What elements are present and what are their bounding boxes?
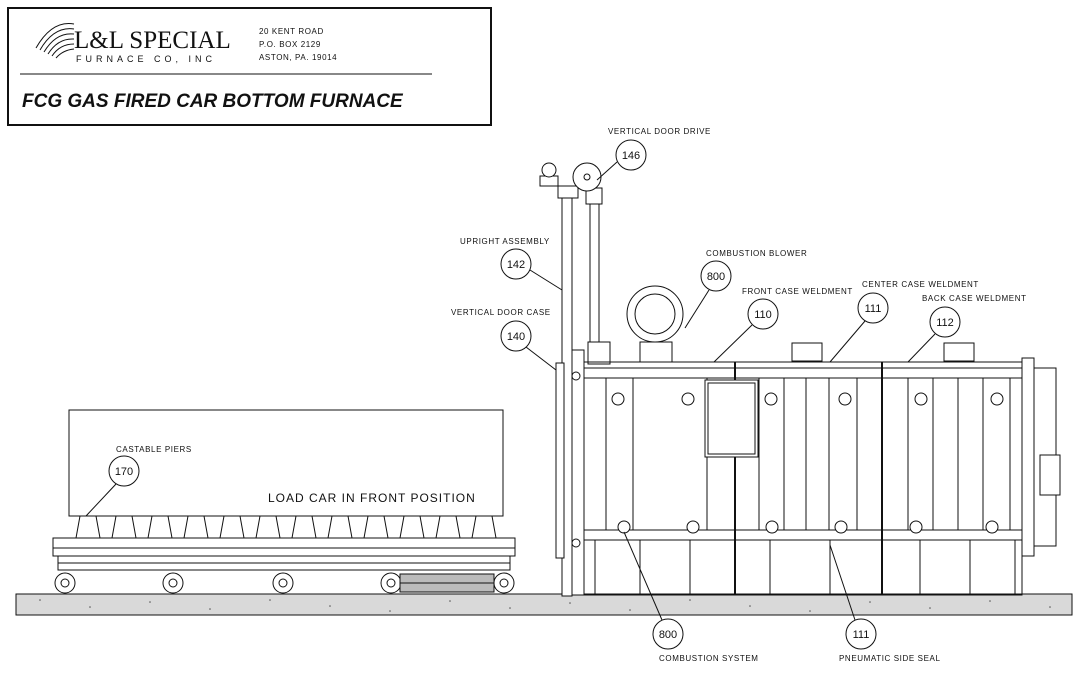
control-panel — [704, 379, 759, 458]
burners — [611, 392, 1004, 534]
castable-piers-row — [75, 515, 497, 539]
callout-number: 112 — [936, 317, 954, 329]
drawing-title: FCG GAS FIRED CAR BOTTOM FURNACE — [22, 91, 404, 112]
callout-vertical-door-drive: VERTICAL DOOR DRIVE 146 — [596, 127, 711, 181]
load-car: LOAD CAR IN FRONT POSITION — [52, 409, 516, 594]
callout-back-case-weldment: BACK CASE WELDMENT 112 — [907, 294, 1027, 363]
address-line-2: P.O. BOX 2129 — [259, 40, 321, 49]
company-subtitle: FURNACE CO, INC — [76, 54, 216, 64]
flue-outlet — [1039, 454, 1061, 496]
callout-castable-piers: CASTABLE PIERS 170 — [85, 445, 192, 517]
address-line-3: ASTON, PA. 19014 — [259, 53, 337, 62]
furnace-body — [583, 342, 1061, 596]
callout-number: 146 — [622, 150, 640, 162]
combustion-blower — [587, 285, 684, 365]
case-stiffeners — [605, 362, 1011, 595]
callout-vertical-door-case: VERTICAL DOOR CASE 140 — [451, 308, 557, 371]
callout-label: PNEUMATIC SIDE SEAL — [839, 654, 941, 663]
load-car-caption: LOAD CAR IN FRONT POSITION — [268, 491, 476, 505]
junction-box — [943, 342, 975, 362]
address-line-1: 20 KENT ROAD — [259, 27, 324, 36]
support-legs — [594, 540, 1016, 595]
callout-pneumatic-side-seal: 111 PNEUMATIC SIDE SEAL — [829, 544, 941, 663]
junction-box — [791, 342, 823, 362]
callout-label: CASTABLE PIERS — [116, 445, 192, 454]
callout-label: VERTICAL DOOR DRIVE — [608, 127, 711, 136]
callout-number: 142 — [507, 259, 525, 271]
callout-label: BACK CASE WELDMENT — [922, 294, 1027, 303]
callout-combustion-system: 800 COMBUSTION SYSTEM — [623, 531, 759, 663]
callout-front-case-weldment: FRONT CASE WELDMENT 110 — [713, 287, 853, 363]
callout-upright-assembly: UPRIGHT ASSEMBLY 142 — [460, 237, 563, 291]
callout-label: CENTER CASE WELDMENT — [862, 280, 979, 289]
callout-number: 800 — [707, 271, 725, 283]
title-block: L&L SPECIAL FURNACE CO, INC 20 KENT ROAD… — [7, 7, 492, 126]
callout-combustion-blower: COMBUSTION BLOWER 800 — [684, 249, 807, 329]
callout-number: 110 — [754, 309, 772, 321]
callout-number: 800 — [659, 629, 677, 641]
callout-label: VERTICAL DOOR CASE — [451, 308, 551, 317]
callout-label: COMBUSTION BLOWER — [706, 249, 807, 258]
back-flange — [1021, 357, 1035, 557]
callout-number: 111 — [853, 629, 870, 641]
callout-label: UPRIGHT ASSEMBLY — [460, 237, 550, 246]
callout-label: FRONT CASE WELDMENT — [742, 287, 853, 296]
company-logo — [35, 23, 75, 59]
callout-number: 111 — [865, 303, 882, 315]
callout-label: COMBUSTION SYSTEM — [659, 654, 759, 663]
company-name: L&L SPECIAL — [74, 27, 231, 54]
floor-slab — [15, 593, 1073, 616]
callout-number: 140 — [507, 331, 525, 343]
callout-number: 170 — [115, 466, 133, 478]
door-upright — [539, 162, 603, 597]
callout-center-case-weldment: CENTER CASE WELDMENT 111 — [829, 280, 979, 363]
